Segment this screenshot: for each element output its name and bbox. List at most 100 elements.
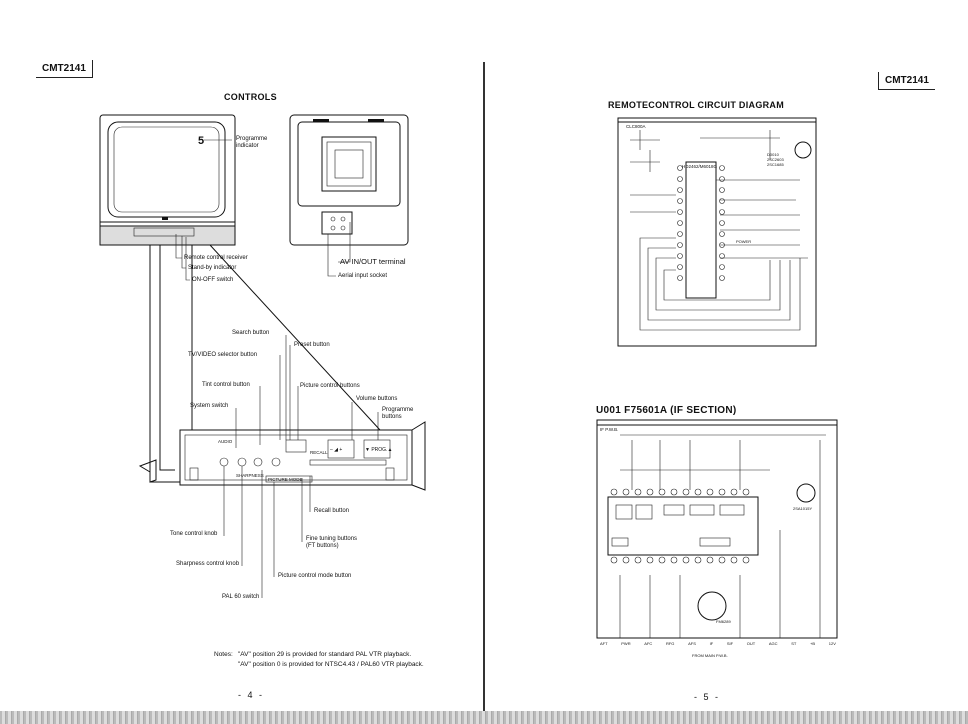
if-pin: 12V [828,641,836,646]
schematic-pin [670,556,678,564]
schematic-pin [719,198,725,204]
volume-buttons-label: Volume buttons [356,396,398,402]
schematic-pin [677,220,683,226]
schematic-pin [719,253,725,259]
if-pin: OUT [746,641,756,646]
picture-control-buttons-label: Picture control buttons [300,383,360,389]
schematic-pin [718,488,726,496]
remote-diode-label: D0010 2SC2603 2SC1685 [767,152,784,167]
schematic-pin [634,488,642,496]
schematic-pin [719,165,725,171]
programme-buttons-label: Programme buttons [382,407,414,420]
schematic-pin [677,165,683,171]
if-block-label: IF P.W.B. [600,427,619,432]
if-pin-row: AFT PWR AFC RFG AFS IF SIF OUT AGC ST +B… [600,640,836,647]
if-bottom-label: FROM MAIN P.W.B. [692,653,728,658]
picture-mode-button-label: Picture control mode button [278,573,352,579]
schematic-pin [622,556,630,564]
controls-title: CONTROLS [224,92,277,102]
tint-control-label: Tint control button [202,382,250,388]
schematic-pin [730,488,738,496]
sharpness-knob-label: Sharpness control knob [176,561,240,567]
panel-recall: RECALL [310,450,328,455]
if-pin: AFS [688,641,696,646]
schematic-pin [719,264,725,270]
if-saw-label: 2SA1015Y [793,506,813,511]
if-pin: AFC [644,641,653,646]
schematic-pin [694,556,702,564]
programme-indicator-label: Programme indicator [236,136,268,149]
scan-edge-strip [0,711,968,724]
if-pin: AFT [600,641,608,646]
programme-number: 5 [198,135,205,147]
schematic-pin [634,556,642,564]
model-label-right: CMT2141 [878,72,935,90]
if-pin: SIF [726,641,734,646]
schematic-pin [682,488,690,496]
panel-sharpness: SHARPNESS [236,473,264,478]
schematic-pin [694,488,702,496]
schematic-pin [658,556,666,564]
schematic-pin [646,556,654,564]
tv-video-selector-label: TV/VIDEO selector button [188,352,258,358]
panel-audio: AUDIO [218,439,233,444]
model-label-left: CMT2141 [36,60,93,78]
if-pin: AGC [768,641,778,646]
remote-power-label: POWER [736,239,752,244]
notes-line-2: "AV" position 0 is provided for NTSC4.43… [238,661,424,668]
system-switch-label: System switch [190,403,229,409]
schematic-pin [719,209,725,215]
remote-ic-label: HD2462/M6018G [682,164,718,169]
if-pin: PWR [621,641,631,646]
schematic-pin [677,209,683,215]
schematic-pin [742,488,750,496]
schematic-pin [719,231,725,237]
schematic-pin [677,275,683,281]
pal60-switch-label: PAL 60 switch [222,594,260,600]
schematic-pin [706,488,714,496]
preset-button-label: Preset button [294,342,330,348]
panel-volume: – ◢ + [330,447,343,453]
search-button-label: Search button [232,330,270,336]
remote-receiver-label: Remote control receiver [184,255,248,261]
panel-picture-mode: PICTURE MODE [268,477,303,482]
schematic-pin [719,187,725,193]
tone-knob-label: Tone control knob [170,531,218,537]
if-pin: IF [709,641,714,646]
aerial-socket-label: Aerial input socket [338,273,388,279]
schematic-pin [719,176,725,182]
page-gutter [483,62,485,712]
schematic-pin [677,231,683,237]
schematic-pin [719,275,725,281]
schematic-pin [646,488,654,496]
schematic-pin [677,264,683,270]
schematic-pin [658,488,666,496]
panel-prog: ▼ PROG.▲ [365,447,393,453]
if-section-title: U001 F75601A (IF SECTION) [596,405,737,416]
recall-button-label: Recall button [314,508,350,514]
onoff-switch-label: ON-OFF switch [192,277,234,283]
schematic-pin [730,556,738,564]
schematic-pin [719,220,725,226]
schematic-pin [610,488,618,496]
if-pin: +B [810,641,816,646]
schematic-pin [622,488,630,496]
notes-prefix: Notes: [214,651,233,658]
schematic-pin [718,556,726,564]
schematic-pin [677,253,683,259]
if-pin: ST [791,641,797,646]
schematic-pin [670,488,678,496]
remote-crystal-label: CLC800A [626,124,646,129]
schematic-pin [677,198,683,204]
page-number-right: - 5 - [694,692,721,702]
schematic-pin [610,556,618,564]
schematic-pin [742,556,750,564]
remote-circuit-title: REMOTECONTROL CIRCUIT DIAGRAM [608,100,785,110]
notes-line-1: "AV" position 29 is provided for standar… [238,651,412,658]
schematic-pin [682,556,690,564]
standby-indicator-label: Stand-by indicator [188,265,237,271]
